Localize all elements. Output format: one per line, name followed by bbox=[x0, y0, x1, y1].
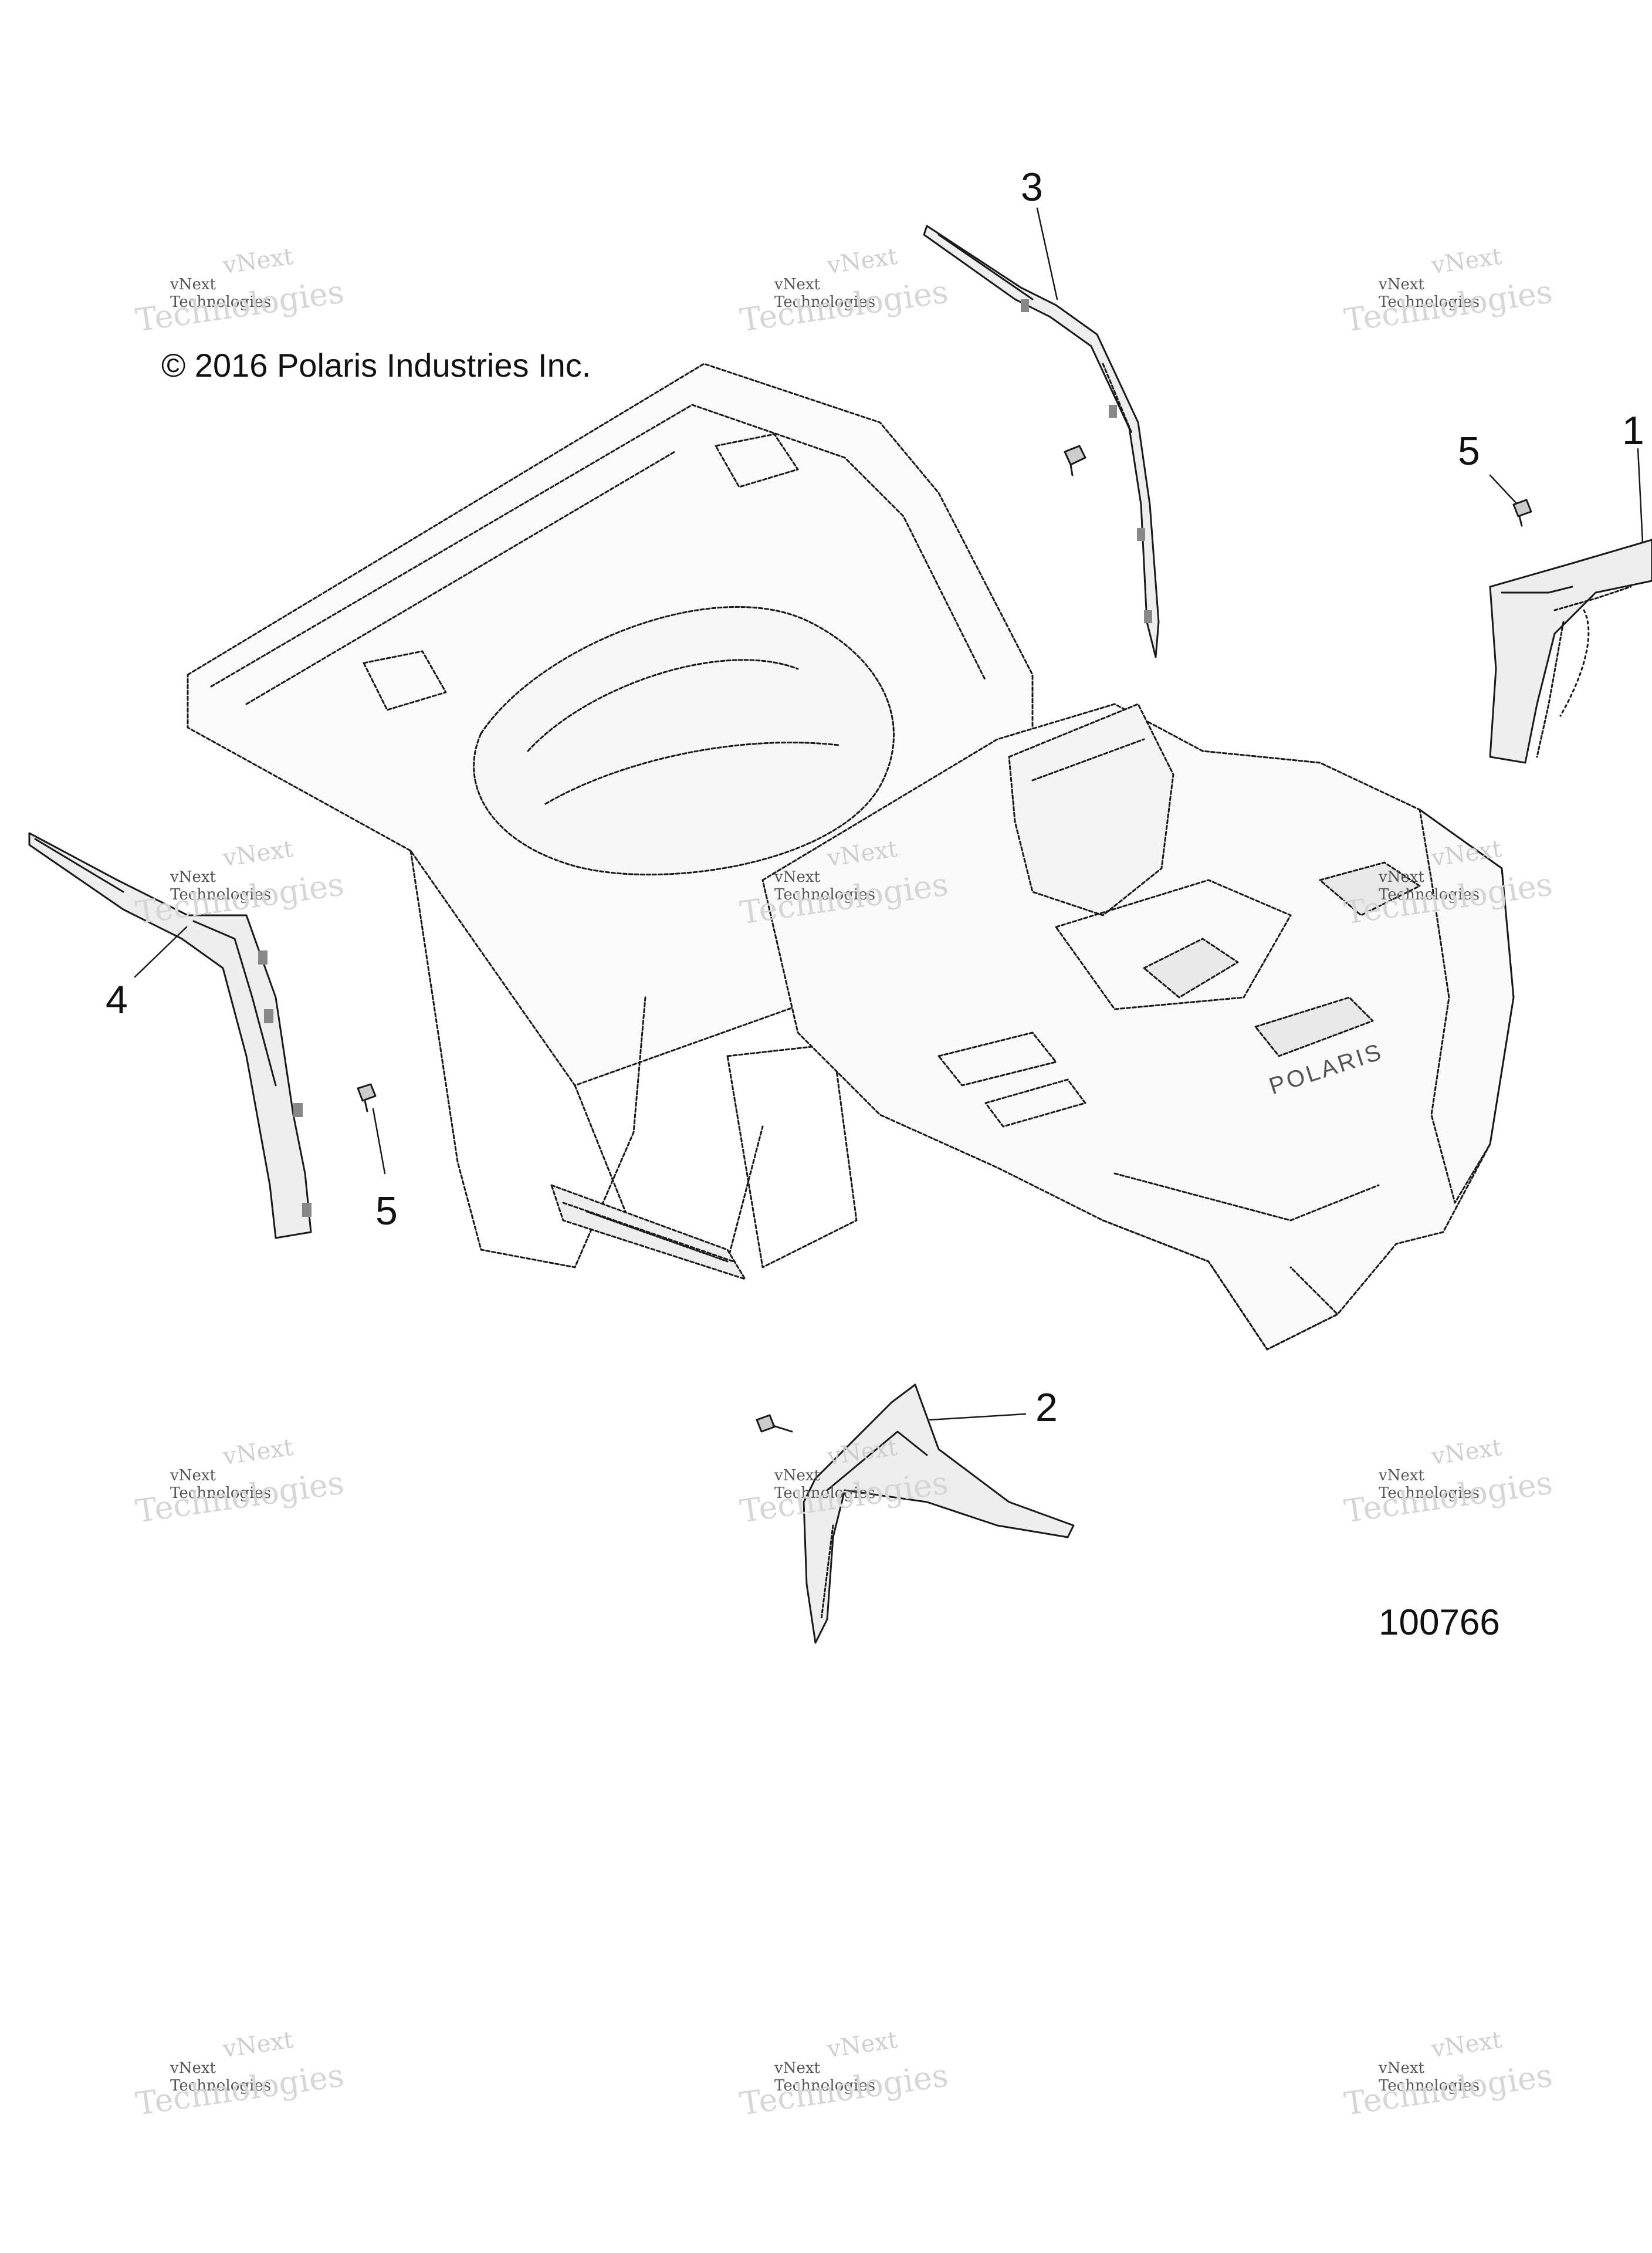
clip-near-part-2 bbox=[756, 1414, 793, 1433]
callout-3: 3 bbox=[1021, 165, 1043, 209]
leader-line-2 bbox=[929, 1413, 1027, 1421]
callout-5-bottom: 5 bbox=[375, 1189, 398, 1233]
figure-number: 100766 bbox=[1379, 1602, 1500, 1643]
clip-near-part-1 bbox=[1512, 499, 1532, 527]
part-3-fender-flare-rear-right bbox=[923, 225, 1160, 658]
clip-near-part-3 bbox=[1064, 445, 1086, 476]
part-4-fender-flare-rear-left bbox=[28, 832, 312, 1239]
leader-line-4 bbox=[134, 926, 188, 978]
leader-line-3 bbox=[1036, 207, 1058, 300]
leader-line-1 bbox=[1637, 448, 1644, 544]
callout-5-top: 5 bbox=[1458, 429, 1480, 473]
callout-1: 1 bbox=[1622, 408, 1644, 453]
part-1-fender-flare-front-right bbox=[1489, 539, 1652, 764]
leader-line-5-bottom bbox=[372, 1108, 386, 1175]
part-2-fender-flare-front-left bbox=[803, 1383, 1075, 1644]
copyright-notice: © 2016 Polaris Industries Inc. bbox=[161, 347, 591, 384]
atv-body-assembly bbox=[187, 363, 1515, 1351]
callout-2: 2 bbox=[1035, 1385, 1058, 1430]
leader-line-5-top bbox=[1489, 474, 1518, 505]
callout-4: 4 bbox=[106, 977, 128, 1022]
clip-near-part-4 bbox=[357, 1083, 377, 1112]
